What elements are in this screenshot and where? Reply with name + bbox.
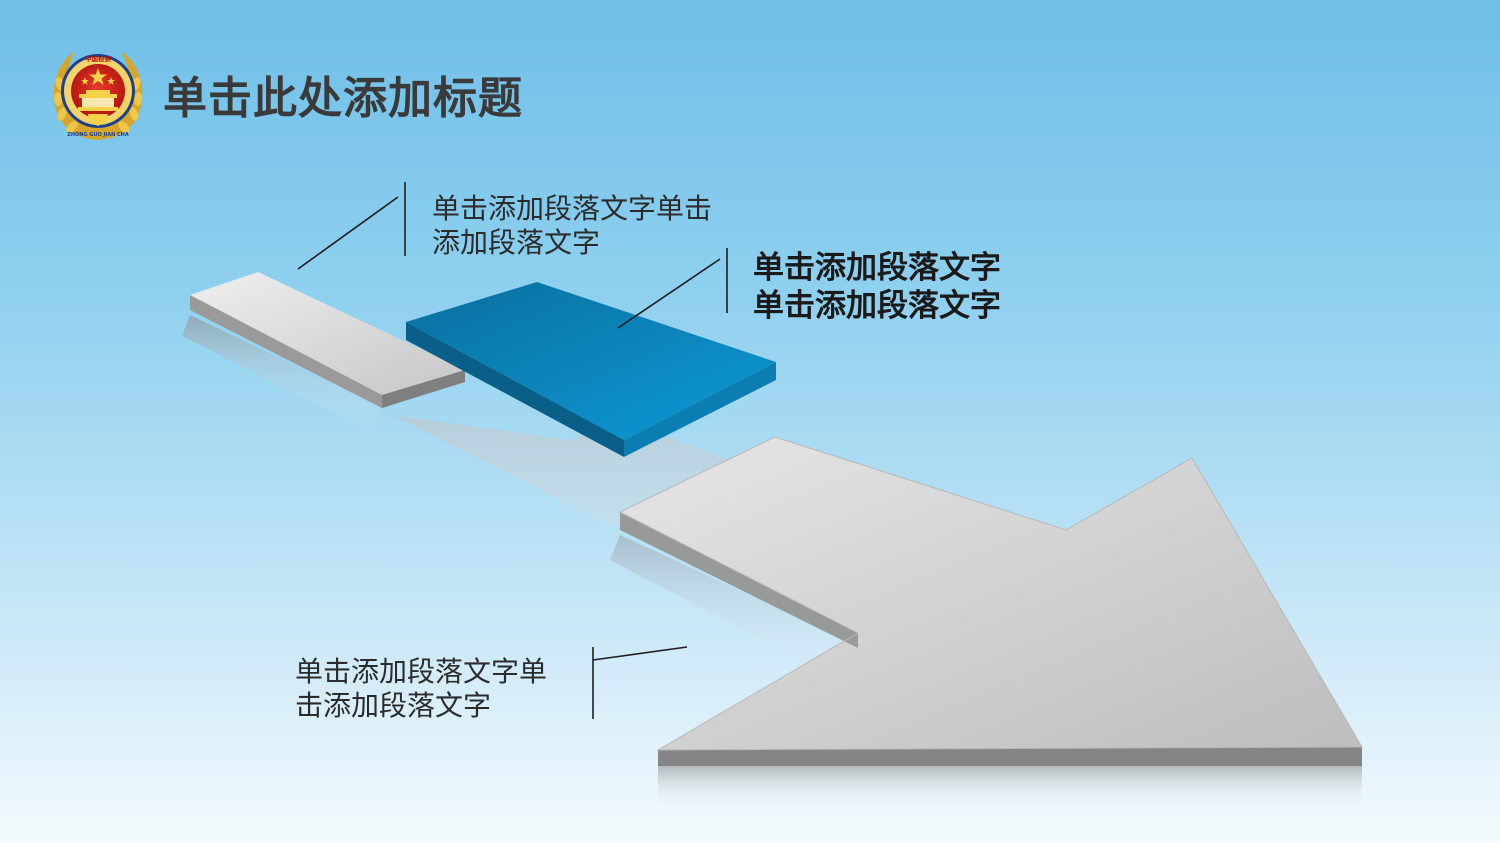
- svg-text:ZHONG GUO JIAN CHA: ZHONG GUO JIAN CHA: [67, 132, 129, 138]
- arrow-reflection: [658, 766, 1362, 810]
- text-block-bottom-line2: 击添加段落文字: [295, 689, 492, 722]
- step1-reflection: [182, 315, 382, 432]
- text-block-top-line1: 单击添加段落文字单击: [432, 192, 713, 225]
- text-block-top-line2: 添加段落文字: [432, 226, 601, 259]
- step-1[interactable]: [190, 272, 465, 408]
- callout-lines: [297, 182, 728, 719]
- procuratorate-emblem-icon: 中国检察 ZHONG GUO JIAN CHA: [53, 52, 143, 140]
- svg-text:中国检察: 中国检察: [85, 54, 112, 63]
- text-block-middle-line1: 单击添加段落文字: [753, 250, 1001, 286]
- step-3-arrow[interactable]: [618, 436, 1363, 766]
- arrow-side-reflection: [610, 535, 858, 690]
- page-title[interactable]: 单击此处添加标题: [163, 73, 523, 124]
- text-block-middle-line2: 单击添加段落文字: [753, 288, 1001, 324]
- text-block-top[interactable]: 单击添加段落文字单击 添加段落文字: [432, 192, 712, 260]
- text-block-bottom[interactable]: 单击添加段落文字单 击添加段落文字: [295, 655, 547, 723]
- text-block-middle[interactable]: 单击添加段落文字 单击添加段落文字: [753, 249, 1001, 325]
- step-2-highlight[interactable]: [406, 282, 776, 457]
- text-block-bottom-line1: 单击添加段落文字单: [295, 655, 548, 688]
